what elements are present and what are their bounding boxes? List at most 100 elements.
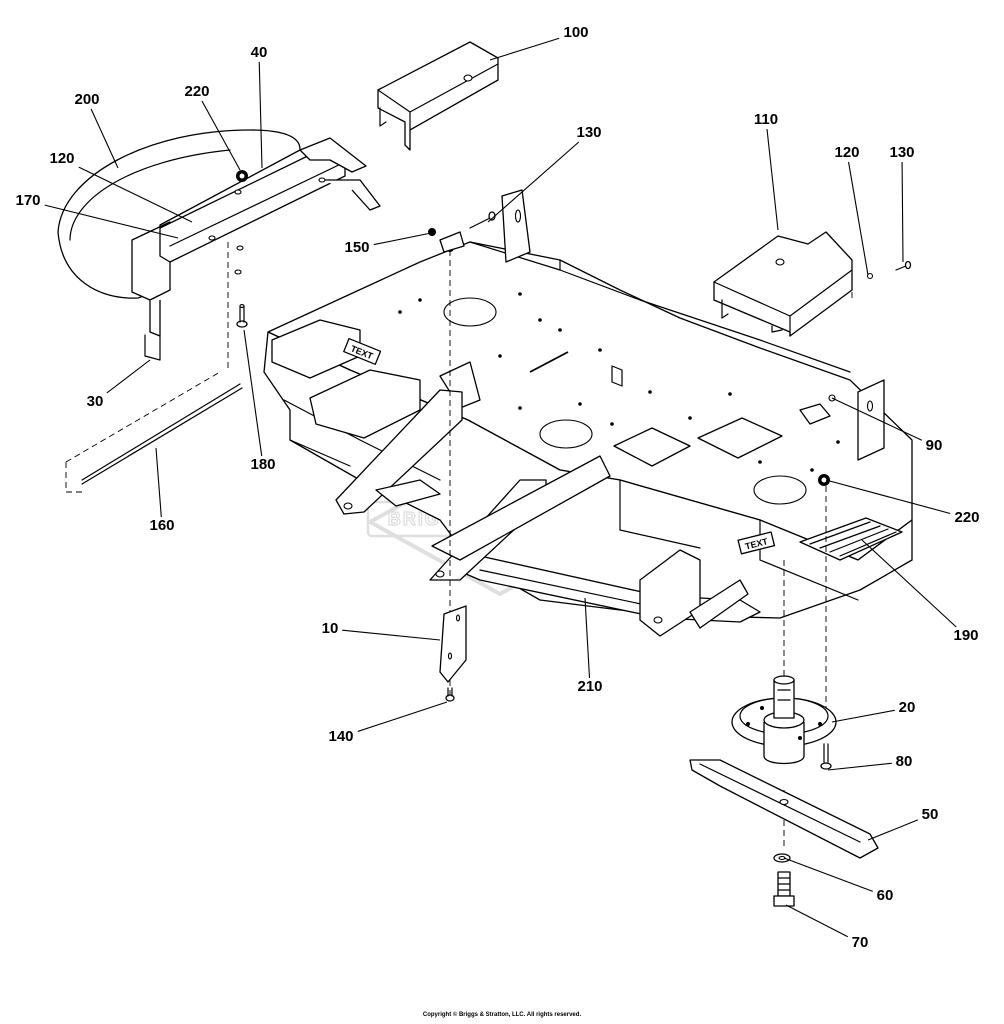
callout-c110: 110 (754, 111, 779, 231)
callout-leader (489, 37, 560, 61)
part-80-bolt (820, 743, 832, 770)
callout-label: 110 (754, 111, 778, 128)
callout-label: 220 (954, 509, 979, 526)
callout-c130b: 130 (889, 144, 915, 263)
callout-leader (831, 397, 923, 441)
callout-layer: 100 40 220 200 130 110 120 130 120 170 150 30 180 90 2… (15, 24, 979, 951)
part-220-nut-upper (236, 170, 248, 182)
callout-c180: 180 (243, 329, 276, 473)
deck-label-right: TEXT (737, 531, 776, 555)
callout-label: 50 (922, 806, 939, 823)
callout-label: 80 (896, 753, 913, 770)
callout-leader (827, 762, 892, 771)
callout-label: 160 (149, 517, 174, 534)
callout-label: 40 (251, 44, 268, 61)
callout-c50: 50 (867, 806, 939, 841)
callout-c220b: 220 (825, 479, 980, 526)
callout-label: 200 (74, 91, 99, 108)
callout-c130a: 130 (487, 124, 602, 223)
callout-label: 210 (577, 678, 602, 695)
callout-leader (584, 597, 591, 679)
callout-c210: 210 (577, 597, 603, 695)
callout-c190: 190 (861, 539, 979, 644)
part-50-blade (689, 759, 879, 859)
part-90-side-bracket (799, 379, 885, 461)
part-190-step-pad (799, 517, 903, 561)
callout-leader (342, 629, 441, 641)
callout-c70: 70 (785, 904, 869, 951)
callout-leader (825, 479, 951, 515)
callout-label: 170 (15, 192, 40, 209)
callout-leader (201, 100, 241, 171)
callout-leader (487, 141, 580, 223)
callout-c140: 140 (328, 701, 448, 745)
callout-c60: 60 (783, 857, 894, 904)
callout-label: 140 (328, 728, 353, 745)
callout-leader (44, 204, 179, 239)
callout-leader (785, 904, 849, 938)
callout-leader (106, 359, 151, 394)
callout-label: 60 (877, 887, 894, 904)
callout-label: 180 (250, 456, 275, 473)
part-160-hinge-rod (65, 242, 243, 493)
callout-c150: 150 (344, 231, 437, 256)
callout-c220a: 220 (184, 83, 241, 171)
callout-leader (258, 61, 263, 169)
callout-label: 20 (899, 699, 916, 716)
part-20-spindle (731, 675, 837, 765)
part-150-pins (428, 228, 465, 253)
callout-leader (861, 539, 957, 628)
part-140-bolt (445, 687, 455, 702)
callout-label: 190 (953, 627, 978, 644)
callout-leader (90, 108, 119, 169)
deck-label-left: TEXT (343, 337, 382, 365)
callout-label: 220 (184, 83, 209, 100)
callout-leader (373, 231, 437, 246)
callout-c200: 200 (74, 91, 119, 169)
part-220-nut-right (818, 474, 830, 486)
callout-leader (243, 329, 263, 457)
callout-leader (783, 857, 873, 892)
callout-c20: 20 (831, 699, 916, 723)
callout-c120b: 120 (49, 150, 193, 223)
part-120-130-hardware-right (866, 260, 912, 280)
callout-c80: 80 (827, 753, 913, 771)
part-40-chute-bracket (159, 137, 381, 275)
callout-leader (357, 701, 448, 732)
callout-label: 90 (926, 437, 943, 454)
callout-label: 120 (49, 150, 74, 167)
callout-label: 130 (576, 124, 601, 141)
part-110-belt-cover-right (713, 231, 853, 337)
callout-label: 10 (322, 620, 339, 637)
part-100-belt-cover (377, 41, 499, 151)
callout-leader (78, 166, 193, 223)
part-60-washer (773, 853, 791, 863)
deck-holes (398, 292, 840, 472)
callout-label: 70 (852, 934, 869, 951)
callout-c40: 40 (251, 44, 268, 169)
copyright-notice: Copyright © Briggs & Stratton, LLC. All … (422, 1012, 582, 1018)
callout-leader (831, 709, 895, 723)
callout-c30: 30 (87, 359, 151, 410)
part-70-blade-bolt (773, 871, 795, 907)
part-210-front-bumper (335, 389, 761, 637)
callout-leader (766, 128, 779, 231)
callout-label: 30 (87, 393, 104, 410)
callout-leader (901, 161, 904, 263)
callout-label: 130 (889, 144, 914, 161)
callout-c10: 10 (322, 620, 441, 641)
callout-label: 100 (563, 24, 588, 41)
callout-c90: 90 (831, 397, 943, 454)
callout-leader (155, 447, 162, 518)
callout-c120a: 120 (834, 144, 869, 276)
callout-c160: 160 (149, 447, 175, 534)
callout-label: 150 (344, 239, 369, 256)
part-130-bolt-center (469, 189, 531, 263)
callout-leader (867, 819, 919, 841)
callout-leader (848, 161, 869, 276)
callout-c100: 100 (489, 24, 589, 61)
part-180-bolt (236, 304, 248, 328)
callout-label: 120 (834, 144, 859, 161)
callout-c170: 170 (15, 192, 179, 239)
